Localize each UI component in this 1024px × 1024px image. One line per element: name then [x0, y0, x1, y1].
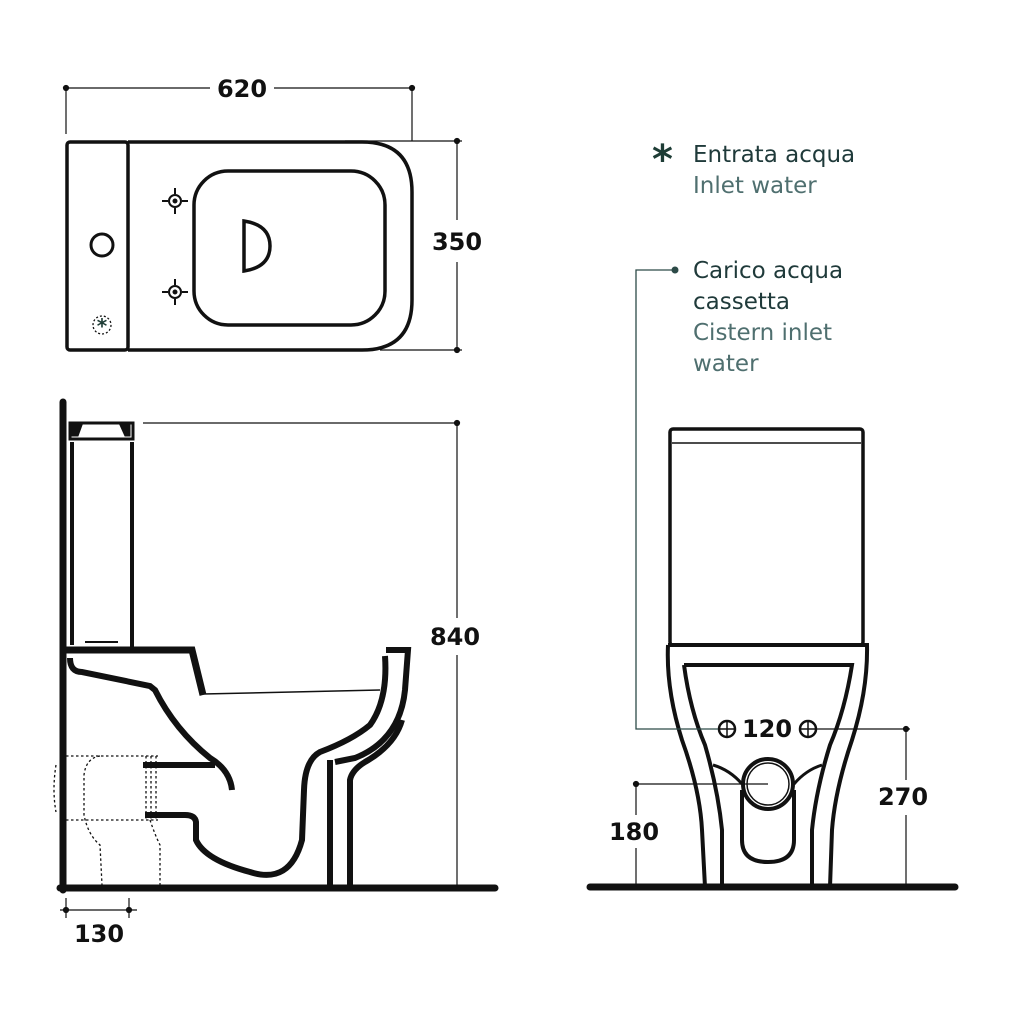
- front-pedestal-outer: [665, 643, 870, 888]
- side-view: 840 130: [53, 398, 499, 948]
- front-pedestal-inner: [682, 663, 855, 887]
- width-label: 620: [217, 75, 267, 103]
- side-bowl-inner: [145, 655, 389, 878]
- svg-text:*: *: [97, 314, 108, 338]
- legend-inlet: Entrata acqua Inlet water: [693, 140, 855, 202]
- side-bowl-top: [66, 646, 207, 696]
- side-bowl-rim-line: [202, 689, 381, 695]
- legend-cistern-it-2: cassetta: [693, 289, 790, 315]
- width-dimension: [62, 84, 416, 141]
- spacing-label: 120: [742, 715, 792, 743]
- top-cistern: [65, 140, 130, 352]
- top-view: * 620 350: [62, 75, 482, 354]
- top-fixing-hole-2: [162, 279, 188, 305]
- outlet-height-label: 180: [609, 818, 659, 846]
- depth-label: 350: [432, 228, 482, 256]
- side-outlet-dashed: [53, 755, 161, 886]
- legend-cistern-en-1: Cistern inlet: [693, 320, 833, 346]
- height-dimension: [143, 419, 461, 887]
- cistern-leader-line: [635, 269, 718, 730]
- front-view: 120 270 180: [586, 266, 959, 891]
- asterisk-icon: *: [652, 137, 673, 183]
- top-seat: [192, 169, 387, 327]
- front-fixing-hole-2: [798, 719, 818, 739]
- offset-dimension: [60, 898, 137, 918]
- front-cistern: [668, 427, 865, 647]
- flush-button: [89, 232, 115, 258]
- side-bowl-front: [334, 647, 412, 765]
- top-bowl-outline: [128, 140, 414, 352]
- legend-cistern: Carico acqua cassetta Cistern inlet wate…: [693, 256, 843, 380]
- inlet-height-label: 270: [878, 783, 928, 811]
- offset-label: 130: [74, 920, 124, 948]
- front-fixing-hole-1: [717, 719, 737, 739]
- legend-cistern-it-1: Carico acqua: [693, 258, 844, 284]
- top-inlet-marker-icon: *: [92, 314, 112, 338]
- legend-cistern-en-2: water: [693, 351, 759, 377]
- outlet-height-dimension: [632, 780, 768, 887]
- side-bowl-back: [67, 657, 235, 791]
- height-label: 840: [430, 623, 480, 651]
- legend-inlet-it: Entrata acqua: [693, 142, 856, 168]
- top-bowl-opening: [242, 218, 272, 274]
- legend-inlet-en: Inlet water: [693, 173, 817, 199]
- side-cistern: [68, 421, 135, 648]
- top-fixing-hole-1: [162, 188, 188, 214]
- inlet-height-dimension: [816, 725, 910, 887]
